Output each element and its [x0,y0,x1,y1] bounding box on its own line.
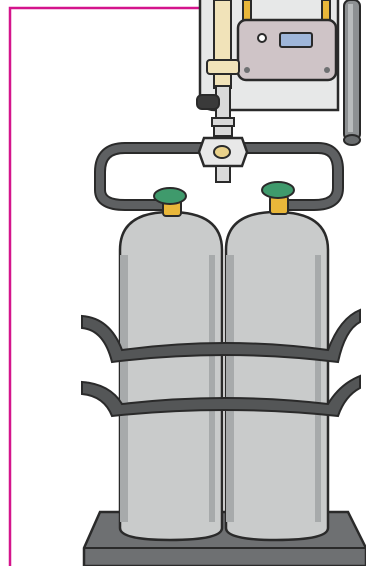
right-cylinder [226,212,328,540]
regulator-icon [199,126,247,182]
cylinder-valve-icon [154,182,294,216]
left-cylinder [120,212,222,540]
wall-pipe [344,0,360,145]
